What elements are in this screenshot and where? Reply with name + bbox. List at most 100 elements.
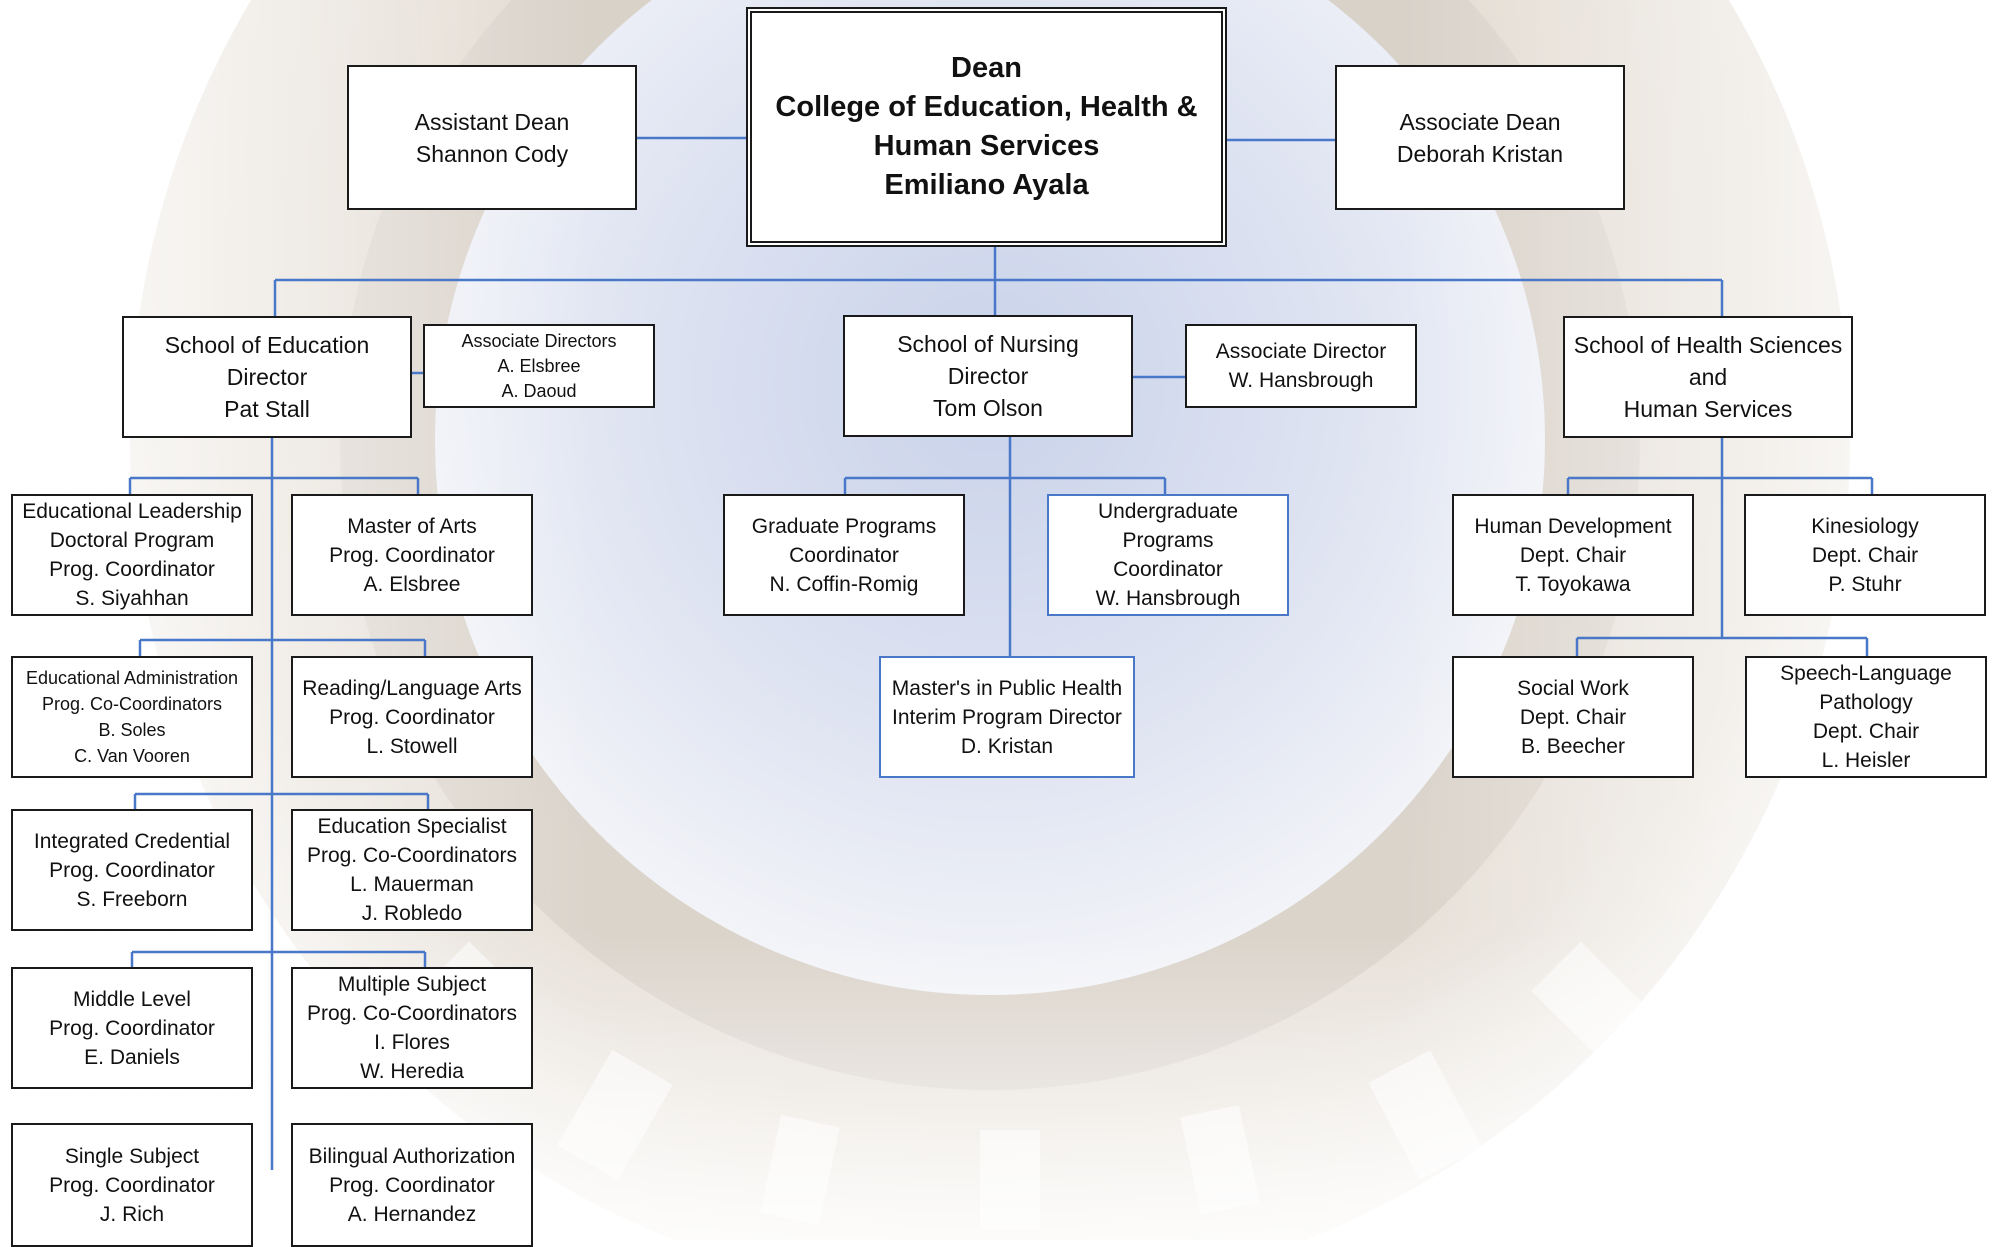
box-line: Prog. Coordinator bbox=[49, 1016, 215, 1040]
box-line: Graduate Programs bbox=[751, 514, 937, 538]
box-line: Prog. Coordinator bbox=[329, 543, 495, 567]
box-line: W. Hansbrough bbox=[1095, 587, 1241, 610]
box-line: Director bbox=[947, 363, 1029, 389]
box-line: Human Services bbox=[873, 130, 1100, 162]
box-line: Pathology bbox=[1819, 691, 1913, 714]
box-line: A. Elsbree bbox=[363, 572, 461, 596]
box-line: J. Rich bbox=[99, 1202, 165, 1226]
box-line: B. Beecher bbox=[1521, 734, 1625, 758]
box-line: Integrated Credential bbox=[33, 829, 231, 853]
box-line: L. Mauerman bbox=[350, 873, 474, 896]
box-line: Prog. Co-Coordinators bbox=[41, 694, 223, 714]
box-line: Speech-Language bbox=[1780, 662, 1952, 685]
box-line: L. Stowell bbox=[366, 734, 458, 758]
box-line: Educational Administration bbox=[25, 668, 239, 688]
box-line: Deborah Kristan bbox=[1396, 140, 1564, 167]
box-line: Undergraduate bbox=[1097, 500, 1239, 523]
box-line: Prog. Coordinator bbox=[329, 705, 495, 729]
box-line: School of Education bbox=[164, 332, 370, 358]
box-line: L. Heisler bbox=[1821, 749, 1911, 772]
box-line: I. Flores bbox=[374, 1031, 450, 1054]
box-line: Interim Program Director bbox=[892, 705, 1122, 729]
box-line: Coordinator bbox=[789, 543, 899, 567]
box-line: Prog. Co-Coordinators bbox=[306, 1002, 518, 1025]
box-line: Middle Level bbox=[73, 987, 191, 1011]
nursing-associate-director: Associate Director W. Hansbrough bbox=[1185, 324, 1417, 408]
box-line: S. Freeborn bbox=[76, 887, 188, 911]
box-line: College of Education, Health & bbox=[775, 91, 1198, 123]
box-line: Associate Dean bbox=[1399, 108, 1561, 135]
box-line: Director bbox=[226, 364, 308, 390]
box-line: Assistant Dean bbox=[414, 108, 570, 135]
box-line: Master's in Public Health bbox=[891, 676, 1123, 700]
box-line: A. Daoud bbox=[501, 380, 577, 401]
box-line: and bbox=[1688, 364, 1728, 390]
box-line: A. Elsbree bbox=[497, 355, 581, 376]
box-line: Reading/Language Arts bbox=[302, 676, 522, 700]
box-line: Single Subject bbox=[64, 1144, 200, 1168]
box-line: Dept. Chair bbox=[1519, 543, 1627, 567]
box-line: Emiliano Ayala bbox=[884, 169, 1089, 201]
box-line: School of Nursing bbox=[897, 331, 1079, 357]
box-line: Dept. Chair bbox=[1811, 543, 1919, 567]
box-line: Doctoral Program bbox=[49, 529, 215, 552]
box-line: Multiple Subject bbox=[337, 973, 487, 996]
box-line: Programs bbox=[1122, 529, 1214, 552]
box-line: Human Development bbox=[1474, 514, 1672, 538]
box-line: Dept. Chair bbox=[1812, 720, 1920, 743]
box-line: Bilingual Authorization bbox=[308, 1144, 516, 1168]
box-line: Dean bbox=[951, 52, 1022, 84]
box-line: Kinesiology bbox=[1811, 514, 1919, 538]
box-line: W. Hansbrough bbox=[1228, 369, 1374, 392]
box-line: Prog. Coordinator bbox=[49, 1173, 215, 1197]
box-line: P. Stuhr bbox=[1828, 572, 1902, 596]
box-line: Dept. Chair bbox=[1519, 705, 1627, 729]
box-line: C. Van Vooren bbox=[74, 746, 190, 766]
box-line: Coordinator bbox=[1113, 558, 1223, 581]
box-line: W. Heredia bbox=[360, 1060, 464, 1083]
box-line: Prog. Coordinator bbox=[49, 858, 215, 882]
box-line: T. Toyokawa bbox=[1515, 572, 1631, 596]
box-line: Associate Director bbox=[1215, 340, 1387, 363]
box-line: Educational Leadership bbox=[22, 500, 242, 523]
box-line: Prog. Co-Coordinators bbox=[306, 844, 518, 867]
box-line: Education Specialist bbox=[317, 815, 507, 838]
box-line: A. Hernandez bbox=[347, 1202, 477, 1226]
box-line: N. Coffin-Romig bbox=[769, 572, 919, 596]
box-line: D. Kristan bbox=[960, 734, 1054, 758]
box-line: Master of Arts bbox=[347, 514, 477, 538]
box-line: Human Services bbox=[1623, 396, 1793, 422]
box-line: S. Siyahhan bbox=[75, 587, 189, 610]
box-line: Social Work bbox=[1517, 676, 1629, 700]
box-line: Shannon Cody bbox=[415, 140, 569, 167]
box-line: Pat Stall bbox=[224, 396, 310, 422]
box-line: J. Robledo bbox=[361, 902, 463, 925]
box-line: Tom Olson bbox=[933, 395, 1043, 421]
box-line: School of Health Sciences bbox=[1573, 332, 1843, 358]
